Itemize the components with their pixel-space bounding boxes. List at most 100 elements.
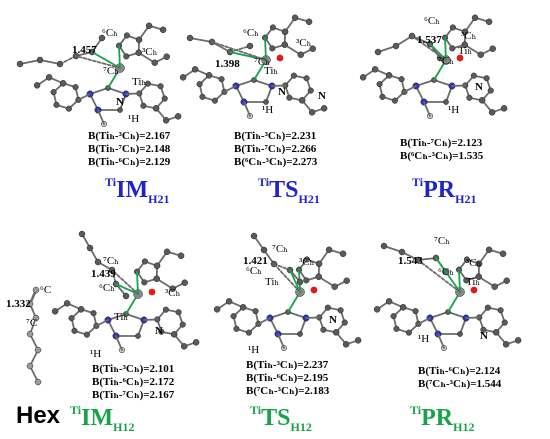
bond	[118, 44, 121, 69]
bond	[277, 333, 285, 349]
structure-title: TiPRH21	[412, 176, 476, 205]
atom-label-3c: ³Cₕ	[165, 287, 181, 299]
atom-label-n: N	[155, 325, 163, 337]
dashed-bond	[111, 269, 139, 295]
metric-line: B(⁶Cₕ-³Cₕ)=2.273	[234, 156, 318, 168]
bond	[19, 59, 41, 65]
aryl-atom	[245, 329, 252, 336]
carbon-atom	[305, 18, 313, 26]
bond	[289, 269, 301, 293]
carbon-atom	[485, 18, 493, 26]
aryl-atom	[211, 97, 218, 104]
carbon-atom	[308, 109, 316, 116]
title-sup: Ti	[250, 403, 262, 417]
carbon-atom	[34, 378, 42, 386]
carbon-atom	[239, 304, 247, 311]
bond-length-label: 1.398	[215, 58, 240, 70]
carbon-atom	[500, 105, 508, 112]
bond	[115, 335, 123, 351]
carbon-atom	[461, 28, 469, 36]
ring-atom	[303, 256, 310, 263]
atom-label-ti: Tiₕ	[264, 65, 279, 77]
atom-label-ti: Tiₕ	[458, 45, 473, 57]
carbon-atom	[477, 51, 484, 58]
carbon-atom	[45, 74, 53, 81]
metric-line: B(⁶Cₕ-³Cₕ)=1.535	[400, 150, 484, 162]
title-main: TS	[261, 405, 291, 431]
atom-label-1h: ¹H	[418, 333, 430, 345]
aryl-atom	[341, 319, 348, 326]
bond	[143, 318, 159, 321]
aryl-atom	[324, 304, 331, 311]
ring-atom	[463, 256, 470, 263]
aryl-atom	[307, 87, 314, 94]
carbon-atom	[180, 343, 188, 350]
carbon-atom	[343, 277, 350, 284]
aryl-atom	[391, 97, 398, 104]
aryl-atom	[480, 326, 487, 333]
atom-label-n: N	[318, 90, 326, 102]
bond	[243, 101, 251, 117]
carbon-atom	[385, 72, 393, 79]
bond-metrics: B(Tiₕ-³Cₕ)=2.237 B(Tiₕ-⁶Cₕ)=2.195 B(⁷Cₕ-…	[246, 359, 329, 398]
atom-label-1h: ¹H	[262, 104, 274, 116]
title-main: TS	[269, 177, 299, 203]
carbon-atom	[192, 339, 200, 346]
atom-label-7c: ⁷Cₕ	[103, 255, 119, 267]
carbon-atom	[309, 45, 316, 52]
atom-label-n: N	[116, 96, 124, 108]
carbon-atom	[260, 246, 268, 254]
atom-label-6c: ⁶Cₕ	[102, 27, 118, 39]
carbon-atom	[36, 56, 44, 64]
aryl-atom	[466, 94, 473, 101]
atom-label-7c: ⁷Cₕ	[103, 65, 119, 77]
bond	[264, 36, 267, 61]
ring-atom	[443, 99, 449, 105]
atom-label-7c: ⁷Cₕ	[438, 55, 454, 67]
aryl-atom	[90, 310, 97, 317]
title-sub: H12	[290, 420, 312, 434]
carbon-atom	[297, 51, 304, 58]
ring-atom	[269, 24, 276, 31]
title-sub: H21	[148, 192, 170, 206]
bond-metrics: B(Tiₕ-³Cₕ)=2.231 B(Tiₕ-⁷Cₕ)=2.266 B(⁶Cₕ-…	[234, 130, 317, 169]
carbon-atom	[325, 246, 333, 254]
atom-label-3c: ³Cₕ	[466, 257, 482, 269]
atom-label-ti: Tiₕ	[466, 276, 481, 288]
aryl-atom	[252, 308, 259, 315]
carbon-atom	[281, 28, 289, 36]
aryl-atom	[144, 80, 151, 87]
aryl-atom	[484, 304, 491, 311]
aryl-atom	[320, 326, 327, 333]
carbon-atom	[33, 82, 41, 89]
atom-label-7c: ⁷C	[26, 317, 38, 329]
atom-label-7c: ⁷Cₕ	[434, 235, 450, 247]
carbon-atom	[170, 331, 178, 338]
carbon-atom	[191, 66, 199, 73]
carbon-atom	[342, 341, 350, 348]
atom-label-6c: ⁶C	[40, 284, 52, 296]
bond-length-label: 1.457	[72, 44, 97, 56]
aryl-atom	[83, 331, 90, 338]
dashed-bond	[417, 259, 461, 293]
bond	[305, 316, 321, 319]
atom-label-n: N	[329, 314, 337, 326]
aryl-atom	[161, 95, 168, 102]
atom-label-3c: ³Cₕ	[296, 37, 312, 49]
carbon-atom	[359, 74, 367, 81]
ring-atom	[141, 258, 148, 265]
carbon-atom	[213, 306, 221, 313]
structure-title: TiTSH21	[258, 176, 320, 205]
carbon-atom	[373, 306, 381, 313]
aryl-atom	[286, 94, 293, 101]
atom-label-3c: ³Cₕ	[461, 30, 477, 42]
aryl-atom	[71, 327, 78, 334]
carbon-atom	[181, 279, 188, 286]
ring-atom	[303, 277, 310, 284]
carbon-atom	[246, 42, 254, 50]
carbon-atom	[320, 105, 328, 112]
carbon-atom	[174, 113, 182, 120]
carbon-atom	[16, 60, 24, 68]
ring-atom	[263, 99, 269, 105]
